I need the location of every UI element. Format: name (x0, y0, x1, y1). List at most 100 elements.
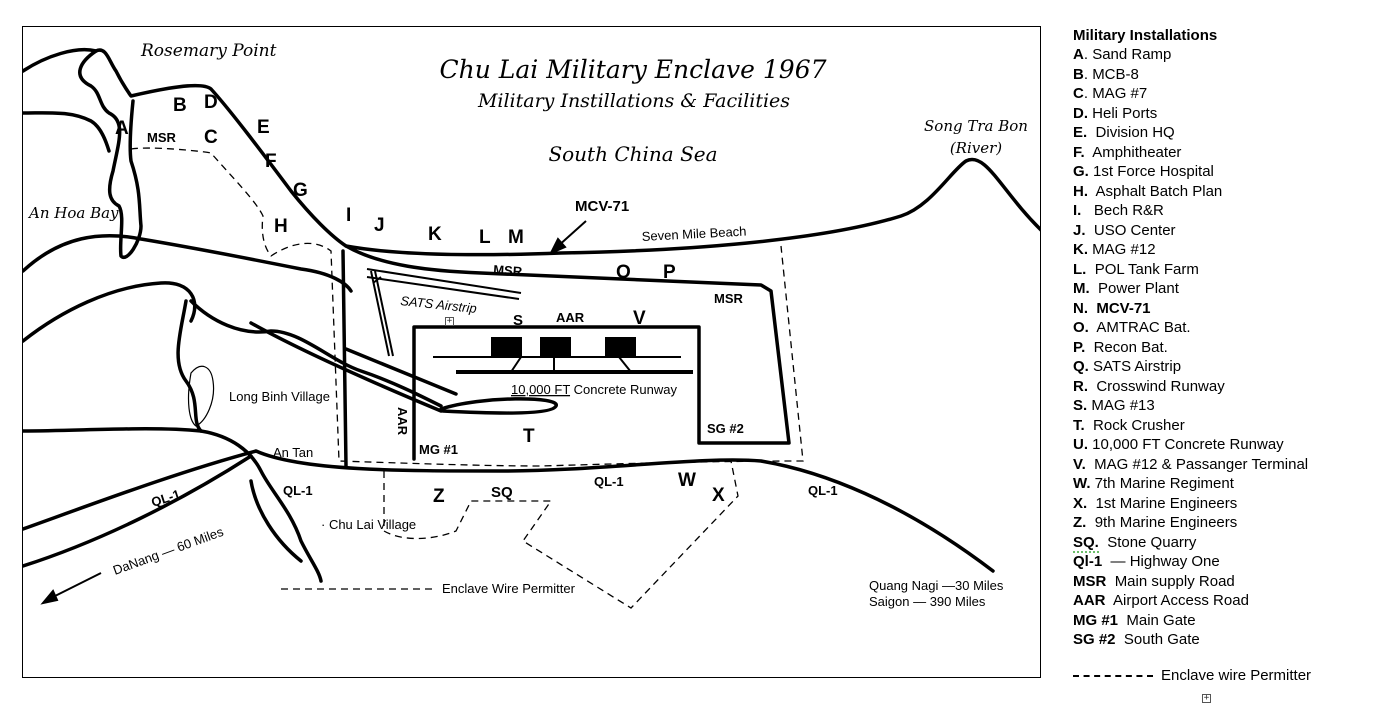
runway-label: 10,000 FT Concrete Runway (511, 382, 677, 397)
legend-key: MSR (1073, 572, 1107, 590)
map-subtitle: Military Instillations & Facilities (477, 90, 790, 112)
legend-item: C. MAG #7 (1073, 84, 1373, 104)
legend-text: Crosswind Runway (1096, 377, 1225, 395)
sq-label: SQ (491, 484, 513, 501)
letter-k: K (428, 224, 442, 245)
legend-sep (1102, 553, 1110, 570)
letter-o: O (616, 262, 631, 283)
legend-item: M. Power Plant (1073, 279, 1373, 299)
legend-key: SG #2 (1073, 631, 1116, 648)
legend-text: MAG #12 & Passanger Terminal (1094, 455, 1309, 473)
legend-text: Rock Crusher (1093, 416, 1185, 434)
legend-key: D. (1073, 104, 1088, 122)
bay-shore (78, 49, 143, 260)
legend-text: Bech R&R (1093, 202, 1164, 219)
legend-key: R. (1073, 377, 1088, 395)
river-bank-north (23, 233, 353, 293)
legend-item: A. Sand Ramp (1073, 45, 1373, 65)
legend-text: Recon Bat. (1093, 338, 1168, 356)
letter-d: D (204, 92, 218, 113)
mg1-label: MG #1 (419, 442, 458, 457)
river-name-label: Song Tra Bon (924, 117, 1028, 135)
legend-key: N. (1073, 299, 1088, 317)
legend-item: E. Division HQ (1073, 123, 1373, 143)
legend-text: Heli Ports (1092, 104, 1158, 122)
legend-sep (1085, 339, 1093, 356)
legend-item: Q. SATS Airstrip (1073, 357, 1373, 377)
legend-sep (1090, 280, 1098, 297)
river-label: (River) (950, 139, 1002, 157)
legend-item: S. MAG #13 (1073, 396, 1373, 416)
quang-nagi-label: Quang Nagi —30 Miles (869, 578, 1004, 593)
legend-sep (1088, 183, 1096, 200)
legend-key: Z. (1073, 514, 1087, 531)
map-title: Chu Lai Military Enclave 1967 (439, 55, 826, 84)
legend-key: X. (1073, 494, 1088, 512)
ql1-label-east: QL-1 (808, 483, 838, 498)
letter-i: I (346, 205, 351, 226)
legend-sep (1086, 222, 1094, 239)
letter-t: T (523, 426, 535, 447)
legend-sep (1087, 124, 1095, 141)
legend-key: I. (1073, 202, 1082, 219)
river-bank-south (23, 281, 197, 343)
legend-text: Stone Quarry (1107, 533, 1197, 551)
legend-key: Ql-1 (1073, 553, 1103, 570)
legend-text: MAG #7 (1092, 85, 1148, 102)
legend-sep: . (1083, 65, 1093, 83)
legend-key: C (1073, 85, 1084, 102)
letter-c: C (204, 127, 218, 148)
saigon-label: Saigon — 390 Miles (869, 594, 986, 609)
expand-icon[interactable]: + (445, 316, 454, 326)
legend-sep (1085, 417, 1093, 434)
legend-item: F. Amphitheater (1073, 143, 1373, 163)
legend-key: P. (1073, 338, 1086, 356)
river-inlet (176, 299, 203, 433)
legend-text: POL Tank Farm (1094, 260, 1199, 278)
inner-shore (189, 299, 443, 408)
legend-text: MAG #13 (1091, 397, 1155, 414)
legend-wire-label: Enclave wire Permitter (1161, 667, 1312, 684)
legend-item: D. Heli Ports (1073, 104, 1373, 124)
legend-text: 7th Marine Regiment (1094, 475, 1234, 492)
legend-text: Power Plant (1098, 280, 1179, 297)
legend-item: N. MCV-71 (1073, 299, 1373, 319)
legend-item: V. MAG #12 & Passanger Terminal (1073, 455, 1373, 475)
legend-sep (1086, 456, 1094, 473)
letter-w: W (678, 470, 696, 491)
legend-key: H. (1073, 182, 1088, 200)
legend-text: 1st Marine Engineers (1095, 494, 1238, 512)
legend-item: SG #2 South Gate (1073, 630, 1373, 650)
legend-text: — Highway One (1110, 553, 1220, 570)
expand-icon[interactable]: + (1202, 693, 1211, 703)
letter-x: X (712, 485, 725, 506)
legend-wire-entry: Enclave wire Permitter (1073, 667, 1311, 684)
legend-text: MCV-71 (1096, 299, 1151, 317)
letter-e: E (257, 117, 270, 138)
legend-item: W. 7th Marine Regiment (1073, 474, 1373, 494)
msr-label-north: MSR (493, 262, 523, 279)
legend-text: AMTRAC Bat. (1096, 319, 1191, 336)
legend-key: SQ. (1073, 533, 1099, 553)
legend-item: R. Crosswind Runway (1073, 377, 1373, 397)
legend-key: G. (1073, 163, 1089, 180)
legend-key: B (1073, 65, 1084, 83)
letter-s: S (513, 312, 523, 329)
an-tan-label: An Tan (273, 445, 313, 460)
legend-key: J. (1073, 221, 1086, 239)
legend-item: G. 1st Force Hospital (1073, 162, 1373, 182)
legend-key: Q. (1073, 358, 1089, 375)
legend-key: AAR (1073, 592, 1106, 609)
ql1-highway (23, 449, 995, 573)
legend-sep (1086, 261, 1094, 278)
legend-sep (1099, 534, 1107, 551)
letter-b: B (173, 95, 187, 116)
legend-text: USO Center (1093, 221, 1176, 239)
bay-shore-2 (23, 111, 111, 153)
legend-sep (1087, 495, 1095, 512)
legend-text: Airport Access Road (1113, 592, 1249, 609)
legend-item: Ql-1 — Highway One (1073, 552, 1373, 572)
legend-item: MG #1 Main Gate (1073, 611, 1373, 631)
seven-mile-beach-label: Seven Mile Beach (641, 224, 746, 244)
